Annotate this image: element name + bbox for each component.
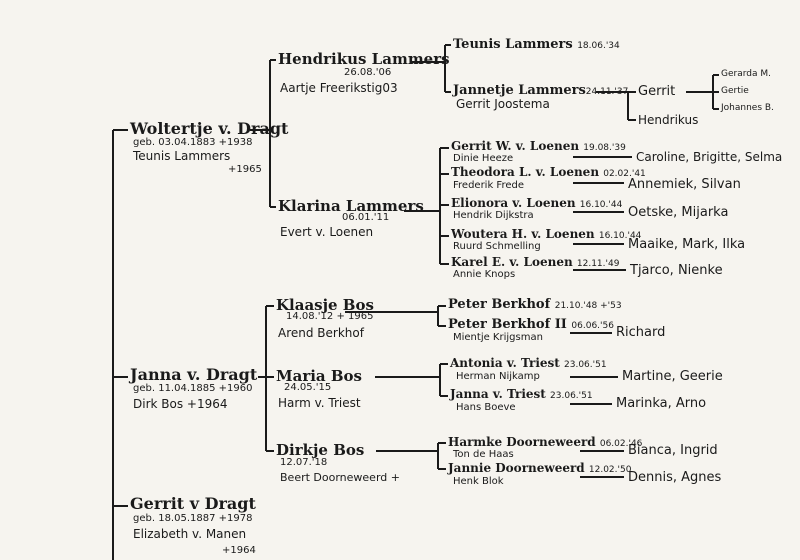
person-maria: Maria Bos bbox=[276, 367, 362, 385]
harmke-spouse: Ton de Haas bbox=[453, 449, 514, 460]
janna-triest-spouse: Hans Boeve bbox=[456, 402, 516, 413]
klaasje-dates: 14.08.'12 + 1965 bbox=[286, 311, 374, 322]
person-jannetje: Jannetje Lammers24.11.'37 bbox=[453, 83, 629, 98]
janna-dates: geb. 11.04.1885 +1960 bbox=[133, 383, 253, 394]
karel-children: Tjarco, Nienke bbox=[630, 263, 723, 278]
jannetje-spouse: Gerrit Joostema bbox=[456, 97, 550, 111]
gerrit-w-children: Caroline, Brigitte, Selma bbox=[636, 150, 783, 164]
janna-spouse: Dirk Bos +1964 bbox=[133, 397, 228, 411]
gerrit-w-spouse: Dinie Heeze bbox=[453, 153, 514, 164]
person-hendrikus-joostema: Hendrikus bbox=[638, 113, 699, 127]
antonia-children: Martine, Geerie bbox=[622, 369, 723, 384]
dirkje-spouse: Beert Doorneweerd + bbox=[280, 471, 400, 484]
person-hendrikus: Hendrikus Lammers bbox=[278, 50, 450, 68]
person-johannes: Johannes B. bbox=[721, 103, 774, 113]
harmke-children: Bianca, Ingrid bbox=[628, 443, 718, 458]
gerrit-dates: geb. 18.05.1887 +1978 bbox=[133, 513, 253, 524]
klaasje-spouse: Arend Berkhof bbox=[278, 326, 364, 340]
person-elionora: Elionora v. Loenen 16.10.'44 bbox=[451, 196, 623, 210]
person-gerrit: Gerrit v Dragt bbox=[130, 494, 256, 513]
janna-triest-children: Marinka, Arno bbox=[616, 396, 707, 411]
woutera-spouse: Ruurd Schmelling bbox=[453, 241, 541, 252]
person-jannie: Jannie Doorneweerd 12.02.'50 bbox=[448, 461, 632, 475]
person-gerrit-joostema: Gerrit bbox=[638, 84, 676, 99]
maria-date: 24.05.'15 bbox=[284, 382, 332, 393]
antonia-spouse: Herman Nijkamp bbox=[456, 371, 540, 382]
person-woltertje: Woltertje v. Dragt bbox=[130, 119, 289, 138]
person-antonia: Antonia v. Triest 23.06.'51 bbox=[450, 356, 607, 370]
person-harmke: Harmke Doorneweerd 06.02.'46 bbox=[448, 435, 643, 449]
person-theodora: Theodora L. v. Loenen 02.02.'41 bbox=[451, 165, 646, 179]
gerrit-spouse-death: +1964 bbox=[222, 545, 256, 556]
person-peter-1: Peter Berkhof 21.10.'48 +'53 bbox=[448, 297, 622, 312]
maria-spouse: Harm v. Triest bbox=[278, 396, 361, 410]
person-gerarda: Gerarda M. bbox=[721, 69, 771, 79]
elionora-children: Oetske, Mijarka bbox=[628, 205, 729, 220]
dirkje-date: 12.07.'18 bbox=[280, 457, 328, 468]
klarina-date: 06.01.'11 bbox=[342, 212, 390, 223]
peter-2-children: Richard bbox=[616, 325, 666, 340]
person-gerrit-w: Gerrit W. v. Loenen 19.08.'39 bbox=[451, 139, 626, 153]
klarina-spouse: Evert v. Loenen bbox=[280, 225, 374, 239]
woltertje-spouse-death: +1965 bbox=[228, 164, 262, 175]
person-janna-triest: Janna v. Triest 23.06.'51 bbox=[450, 387, 593, 401]
person-janna: Janna v. Dragt bbox=[130, 365, 258, 384]
person-klarina: Klarina Lammers bbox=[278, 197, 424, 215]
theodora-children: Annemiek, Silvan bbox=[628, 177, 741, 192]
person-teunis: Teunis Lammers 18.06.'34 bbox=[453, 37, 620, 52]
gerrit-spouse: Elizabeth v. Manen bbox=[133, 527, 247, 541]
elionora-spouse: Hendrik Dijkstra bbox=[453, 210, 534, 221]
woltertje-dates: geb. 03.04.1883 +1938 bbox=[133, 137, 253, 148]
woltertje-spouse: Teunis Lammers bbox=[133, 149, 231, 163]
jannie-spouse: Henk Blok bbox=[453, 476, 504, 487]
woutera-children: Maaike, Mark, Ilka bbox=[628, 237, 746, 252]
person-klaasje: Klaasje Bos bbox=[276, 296, 374, 314]
person-dirkje: Dirkje Bos bbox=[276, 441, 365, 459]
karel-spouse: Annie Knops bbox=[453, 269, 516, 280]
person-gertie: Gertie bbox=[721, 86, 749, 96]
hendrikus-spouse: Aartje Freerikstig03 bbox=[280, 81, 398, 95]
theodora-spouse: Frederik Frede bbox=[453, 180, 524, 191]
person-karel: Karel E. v. Loenen 12.11.'49 bbox=[451, 255, 620, 269]
hendrikus-date: 26.08.'06 bbox=[344, 67, 392, 78]
person-peter-2: Peter Berkhof II 06.06.'56 bbox=[448, 317, 614, 332]
jannie-children: Dennis, Agnes bbox=[628, 470, 722, 485]
person-woutera: Woutera H. v. Loenen 16.10.'44 bbox=[451, 227, 642, 241]
peter-2-spouse: Mientje Krijgsman bbox=[453, 332, 543, 343]
